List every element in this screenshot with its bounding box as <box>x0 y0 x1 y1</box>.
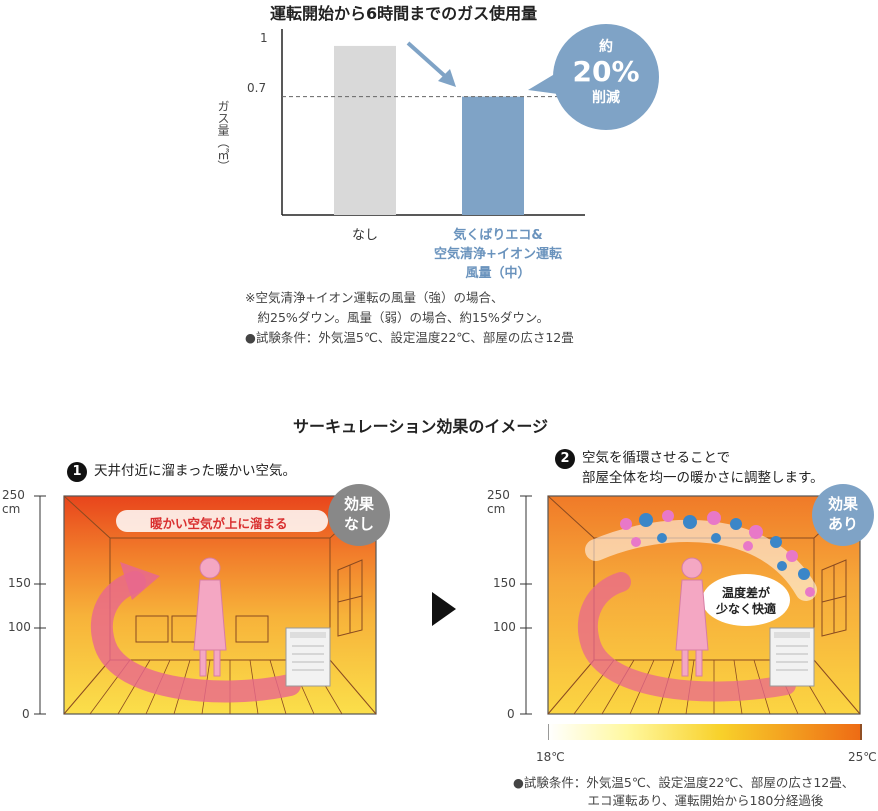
y-axis-label: ガス量（㎥） <box>214 100 232 175</box>
panel1-banner: 暖かい空気が上に溜まる <box>150 516 288 531</box>
panel1-person <box>193 557 227 677</box>
temp-max-label: 25℃ <box>848 750 877 764</box>
chart-note-2: 約25%ダウン。風量（弱）の場合、約15%ダウン。 <box>245 310 550 325</box>
panel1-effect-badge: 効果 なし <box>328 484 390 546</box>
ion-particles <box>620 510 815 597</box>
bar-none <box>334 45 396 215</box>
panel2-bubble-l1: 温度差が <box>721 586 770 600</box>
panel2-effect-badge-l2: あり <box>827 515 858 533</box>
category-label-eco-l1: 気くばりエコ& <box>453 228 543 243</box>
panel2-bubble-l2: 少なく快適 <box>715 602 776 616</box>
temp-scale-bar <box>548 724 862 740</box>
chart-note-3: ●試験条件：外気温5℃、設定温度22℃、部屋の広さ12畳 <box>245 330 574 345</box>
panel1-tick-0: 0 <box>22 707 30 721</box>
chart-note-1: ※空気清浄+イオン運転の風量（強）の場合、 <box>245 290 504 305</box>
panel2-bubble: 温度差が 少なく快適 <box>706 585 786 617</box>
panel2-effect-badge-l1: 効果 <box>827 495 858 513</box>
panel2-room <box>520 495 861 715</box>
panel1-room <box>34 495 377 715</box>
next-arrow-icon <box>432 592 456 626</box>
panel2-caption-1: 空気を循環させることで <box>582 450 731 466</box>
category-label-none: なし <box>351 228 378 243</box>
bar-chart <box>281 29 585 216</box>
panel2-person <box>675 557 709 677</box>
category-label-eco: 気くばりエコ& 空気清浄+イオン運転 風量（中） <box>398 226 598 283</box>
y-tick-07: 0.7 <box>247 81 267 95</box>
reduction-badge-line3: 削減 <box>592 90 620 106</box>
panel1-axis-unit: cm <box>2 502 21 516</box>
panel2-tick-0: 0 <box>507 707 515 721</box>
decrease-arrow <box>406 41 448 79</box>
chart-title: 運転開始から6時間までのガス使用量 <box>270 4 538 23</box>
section-title: サーキュレーション効果のイメージ <box>293 417 549 436</box>
reduction-badge-line2: 20% <box>572 55 640 88</box>
panel1-number: 1 <box>67 462 87 482</box>
y-axis-label-text: ガス量（㎥） <box>216 100 230 172</box>
panel1-effect-badge-l1: 効果 <box>343 495 374 513</box>
bottom-note-2: エコ運転あり、運転開始から180分経過後 <box>575 793 824 808</box>
panel2-axis-unit: cm <box>487 502 506 516</box>
y-tick-1: 1 <box>260 31 268 45</box>
panel1-heater <box>285 627 331 687</box>
panel1-caption: 天井付近に溜まった暖かい空気。 <box>94 463 296 479</box>
panel2-axis-top: 250 <box>487 488 510 502</box>
panel2-effect-badge: 効果 あり <box>812 484 874 546</box>
panel2-tick-100: 100 <box>493 620 516 634</box>
category-label-eco-l2: 空気清浄+イオン運転 <box>434 247 562 262</box>
badge-pointer <box>528 72 558 94</box>
panel2-caption-2: 部屋全体を均一の暖かさに調整します。 <box>582 470 824 486</box>
reduction-badge-line1: 約 <box>599 39 613 55</box>
panel1-axis-top: 250 <box>2 488 25 502</box>
panel1-effect-badge-l2: なし <box>343 515 374 533</box>
reduction-badge: 約 20% 削減 <box>553 24 659 130</box>
panel1-tick-100: 100 <box>8 620 31 634</box>
panel1-tick-150: 150 <box>8 576 31 590</box>
category-label-eco-l3: 風量（中） <box>465 266 531 281</box>
panel2-number: 2 <box>555 449 575 469</box>
bar-eco <box>462 96 524 215</box>
decrease-arrowhead <box>438 69 456 87</box>
panel2-tick-150: 150 <box>493 576 516 590</box>
panel2-heater <box>769 627 815 687</box>
bottom-note-1: ●試験条件：外気温5℃、設定温度22℃、部屋の広さ12畳、 <box>513 775 855 790</box>
temp-min-label: 18℃ <box>536 750 565 764</box>
